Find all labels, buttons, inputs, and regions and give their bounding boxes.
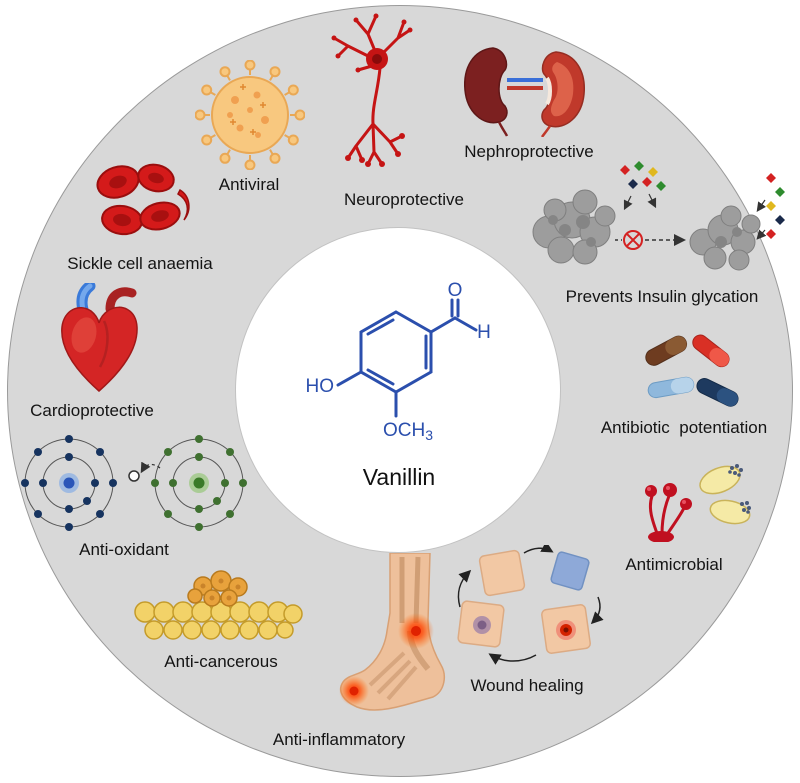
label-anti-cancerous: Anti-cancerous	[164, 652, 278, 671]
virus-icon	[195, 60, 305, 170]
label-antibiotic-potentiation: Antibiotic potentiation	[600, 418, 768, 437]
aldehyde-o-label: O	[448, 280, 463, 301]
wound-healing-icon	[452, 545, 607, 670]
label-nephroprotective: Nephroprotective	[464, 142, 594, 161]
aldehyde-h-label: H	[477, 322, 491, 343]
tumor-cells-icon	[133, 568, 303, 646]
label-antimicrobial: Antimicrobial	[625, 555, 723, 574]
label-sickle-cell-anaemia: Sickle cell anaemia	[67, 254, 213, 273]
microbes-icon	[638, 452, 753, 542]
label-wound-healing: Wound healing	[470, 676, 584, 695]
vanillin-structure: O H HO OCH3	[280, 278, 515, 463]
atoms-icon	[14, 424, 254, 542]
heart-icon	[52, 283, 147, 398]
label-neuroprotective: Neuroprotective	[343, 190, 465, 209]
kidneys-icon	[457, 42, 592, 137]
label-anti-oxidant: Anti-oxidant	[79, 540, 169, 559]
label-antiviral: Antiviral	[218, 175, 280, 194]
foot-inflammation-icon	[330, 553, 470, 725]
neuron-icon	[328, 6, 423, 186]
methoxy-label: OCH3	[383, 420, 433, 443]
insulin-glycation-icon	[525, 160, 790, 280]
vanillin-structure-icon: O H HO OCH3	[306, 280, 491, 443]
pills-icon	[633, 330, 753, 410]
label-cardioprotective: Cardioprotective	[30, 401, 154, 420]
molecule-name: Vanillin	[362, 464, 436, 490]
label-insulin-glycation: Prevents Insulin glycation	[565, 287, 759, 306]
label-anti-inflammatory: Anti-inflammatory	[272, 730, 406, 749]
sickle-cells-icon	[84, 152, 196, 254]
hydroxyl-label: HO	[306, 376, 335, 397]
